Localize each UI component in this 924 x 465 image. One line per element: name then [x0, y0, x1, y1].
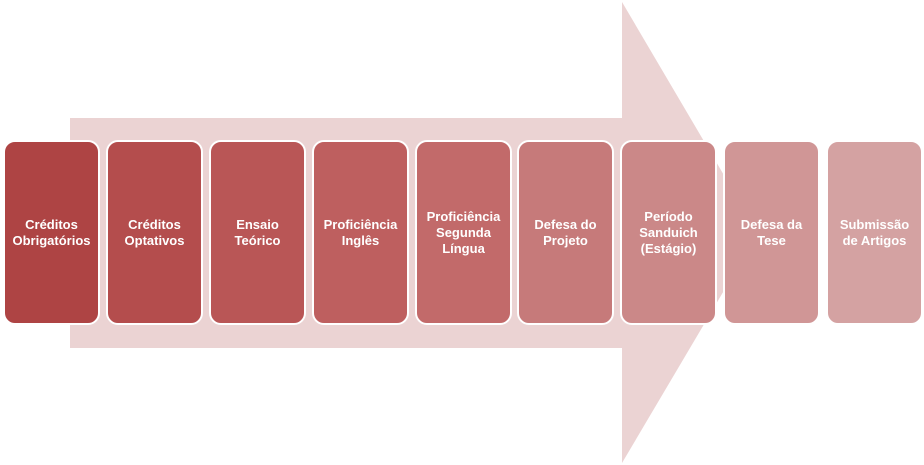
- step-ensaio-teorico: Ensaio Teórico: [209, 140, 306, 325]
- step-label: Ensaio Teórico: [234, 216, 281, 248]
- step-label: Proficiência Inglês: [323, 216, 398, 248]
- step-creditos-obrigatorios: Créditos Obrigatórios: [3, 140, 100, 325]
- step-proficiencia-segunda-lingua: Proficiência Segunda Língua: [415, 140, 512, 325]
- step-defesa-da-tese: Defesa da Tese: [723, 140, 820, 325]
- step-label: Defesa da Tese: [740, 216, 803, 248]
- step-proficiencia-ingles: Proficiência Inglês: [312, 140, 409, 325]
- step-defesa-do-projeto: Defesa do Projeto: [517, 140, 614, 325]
- step-label: Defesa do Projeto: [534, 216, 597, 248]
- step-label: Submissão de Artigos: [839, 216, 910, 248]
- step-periodo-sanduich: Período Sanduich (Estágio): [620, 140, 717, 325]
- step-label: Créditos Optativos: [124, 216, 185, 248]
- step-label: Proficiência Segunda Língua: [426, 208, 501, 256]
- step-label: Créditos Obrigatórios: [12, 216, 91, 248]
- step-label: Período Sanduich (Estágio): [639, 208, 698, 256]
- step-creditos-optativos: Créditos Optativos: [106, 140, 203, 325]
- step-submissao-de-artigos: Submissão de Artigos: [826, 140, 923, 325]
- arrow-shape: [70, 2, 758, 463]
